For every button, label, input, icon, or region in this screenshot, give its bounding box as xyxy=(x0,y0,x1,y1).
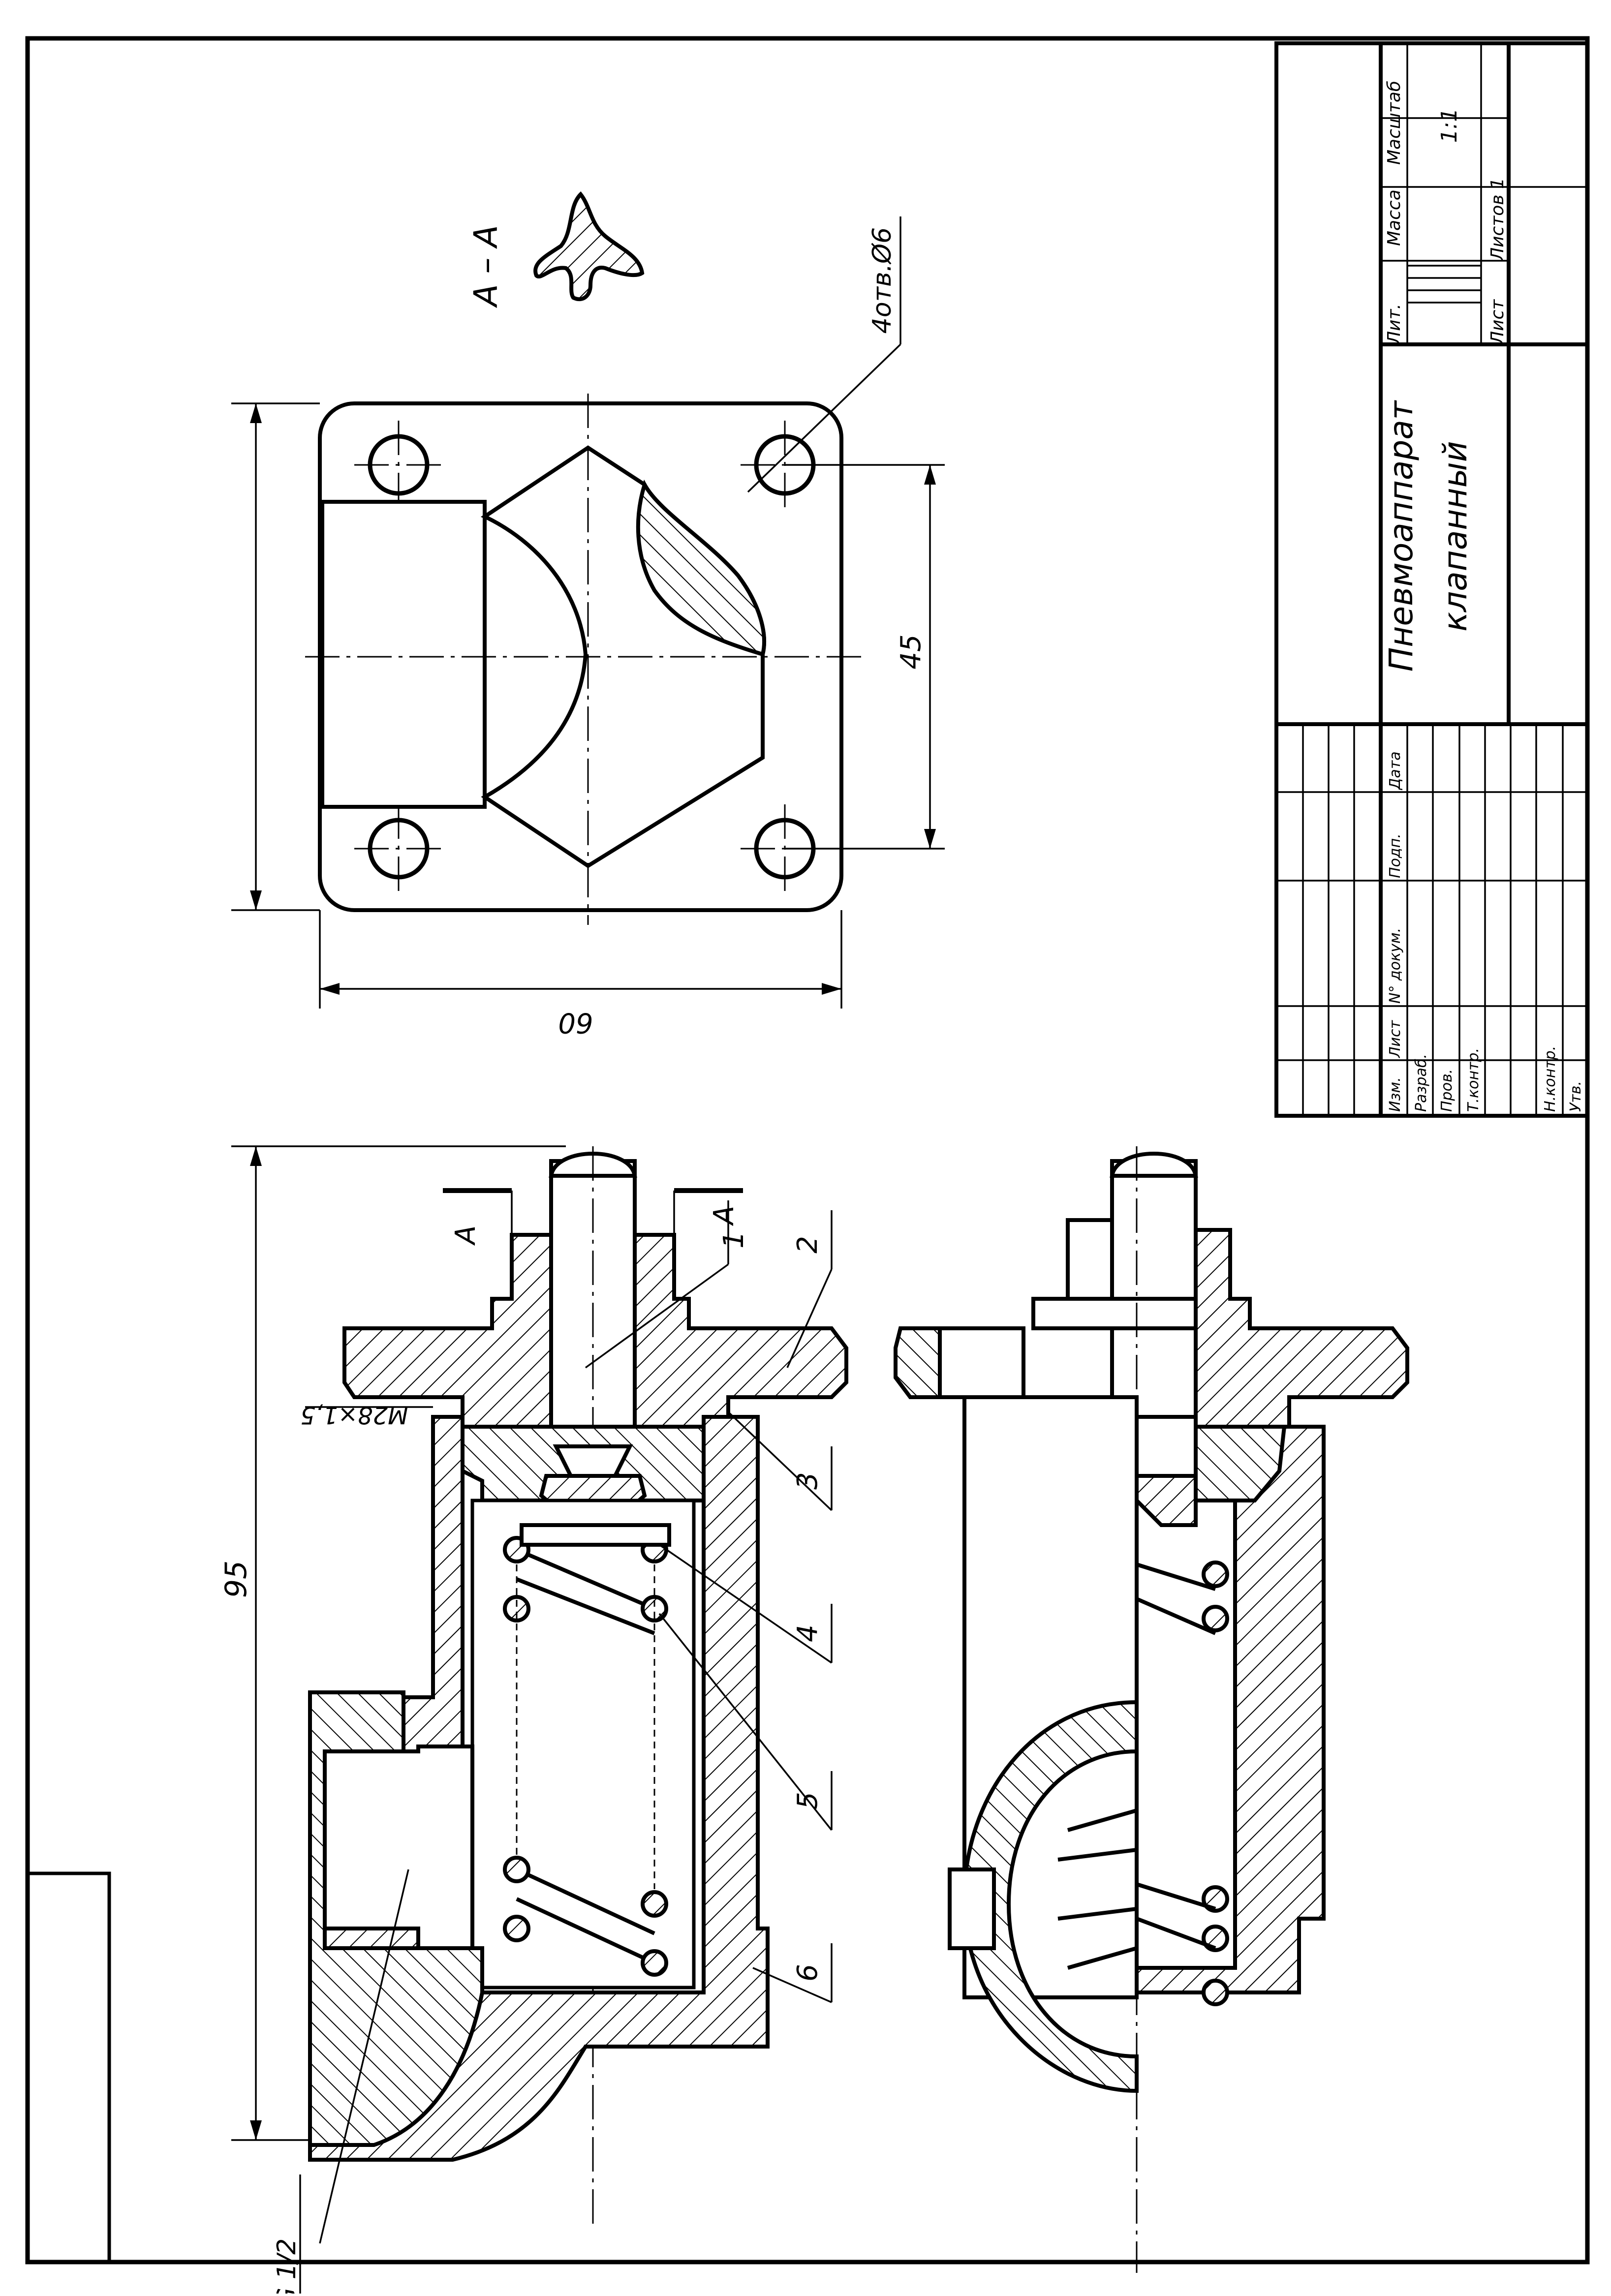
scale-value: 1:1 xyxy=(1437,108,1462,143)
thread-g: G 1/2 xyxy=(272,2238,302,2294)
role-tkontr: Т.контр. xyxy=(1465,1048,1482,1112)
section-a-a: А – А xyxy=(467,191,645,308)
part-callouts: 1 2 3 4 5 6 xyxy=(585,1200,833,2003)
col-docum: N° докум. xyxy=(1387,928,1404,1004)
thread-m28: M28×1,5 xyxy=(300,1401,408,1429)
col-izm: Изм. xyxy=(1387,1077,1404,1112)
dim-45: 45 xyxy=(895,634,927,669)
main-section-view: 95 xyxy=(219,1145,848,2296)
lit-header: Лит. xyxy=(1384,304,1404,345)
role-prov: Пров. xyxy=(1438,1069,1456,1112)
scale-header: Масштаб xyxy=(1384,81,1404,165)
part-3: 3 xyxy=(792,1472,824,1490)
title-line-2: клапанный xyxy=(1436,441,1474,631)
sheet-label: Лист xyxy=(1487,299,1508,345)
leader-1: 1 xyxy=(718,1231,750,1249)
col-podp: Подп. xyxy=(1387,833,1404,878)
col-list: Лист xyxy=(1387,1019,1404,1058)
part-5: 5 xyxy=(792,1792,824,1809)
flange-top-view: 60 45 4отв.Ø6 xyxy=(231,216,945,1039)
role-razrab: Разраб. xyxy=(1413,1054,1430,1112)
side-view xyxy=(894,1146,1409,2273)
sheets-label: Листов 1 xyxy=(1487,178,1508,262)
stamp-box xyxy=(26,1871,111,2264)
col-data: Дата xyxy=(1387,751,1404,791)
part-6: 6 xyxy=(792,1964,824,1982)
part-2: 2 xyxy=(792,1236,824,1254)
dim-95: 95 xyxy=(219,1561,253,1598)
mass-header: Масса xyxy=(1384,189,1404,246)
section-label: А – А xyxy=(467,225,505,308)
holes-note: 4отв.Ø6 xyxy=(867,227,897,334)
role-nkontr: Н.контр. xyxy=(1542,1046,1559,1112)
title-block: Пневмоаппарат клапанный Лит. Масса Масшт… xyxy=(1274,41,1589,1118)
marker-a-left: А xyxy=(450,1225,482,1246)
title-line-1: Пневмоаппарат xyxy=(1382,399,1420,672)
part-4: 4 xyxy=(792,1624,824,1642)
dim-60: 60 xyxy=(558,1007,593,1039)
role-utv: Утв. xyxy=(1567,1081,1584,1112)
marker-a-right: А xyxy=(708,1206,740,1226)
drawing-frame xyxy=(25,36,1590,2265)
